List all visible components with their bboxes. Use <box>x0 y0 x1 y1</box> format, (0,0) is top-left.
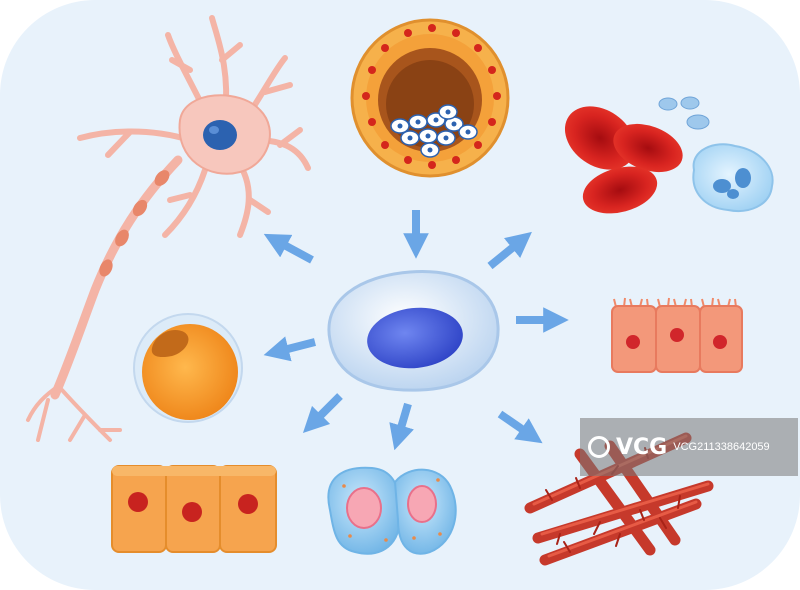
ciliated-epithelium <box>611 297 743 373</box>
platelets <box>658 96 710 130</box>
watermark-logo-icon <box>588 436 610 458</box>
neuron-nucleus <box>203 120 237 150</box>
fat-cell <box>133 313 243 423</box>
cartilage-cells <box>327 466 457 555</box>
arrow-to-cuboidal <box>302 393 343 434</box>
arrow-to-cartilage <box>389 402 414 451</box>
white-blood-cell <box>692 143 774 212</box>
cuboidal-epithelium <box>111 465 277 553</box>
blood-cells <box>564 96 774 214</box>
arrow-to-neuron <box>263 233 314 264</box>
red-blood-cell <box>582 166 658 214</box>
red-blood-cell <box>613 123 683 173</box>
neuron <box>26 15 311 442</box>
arrow-to-fat <box>263 336 316 362</box>
stem-cell <box>327 270 500 392</box>
watermark: VCG VCG211338642059 <box>580 418 798 476</box>
arrow-to-blood <box>487 231 532 270</box>
watermark-id: VCG211338642059 <box>673 441 770 453</box>
arrow-to-muscle <box>497 410 543 444</box>
red-blood-cell <box>564 106 636 170</box>
bone-cross-section <box>350 18 510 178</box>
stem-cell-nucleus <box>367 307 463 369</box>
watermark-brand: VCG <box>616 434 668 460</box>
differentiation-arrows <box>263 210 569 451</box>
